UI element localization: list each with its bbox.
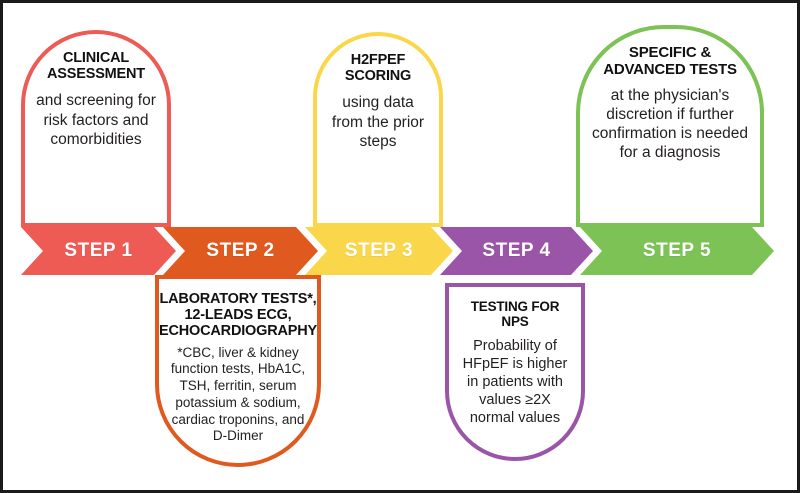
step-2-body: *CBC, liver & kidney function tests, HbA… <box>170 344 306 444</box>
step-3-title: H2FPEF SCORING <box>344 52 412 85</box>
step-3-arrow[interactable]: STEP 3 <box>305 227 453 275</box>
step-4-title: TESTING FOR NPS <box>470 299 560 330</box>
step-1-callout-box: CLINICAL ASSESSMENT and screening for ri… <box>21 30 171 227</box>
step-2-callout-box: LABORATORY TESTS*, 12-LEADS ECG, ECHOCAR… <box>155 275 321 467</box>
step-2-title: LABORATORY TESTS*, 12-LEADS ECG, ECHOCAR… <box>159 291 317 340</box>
step-1-body: and screening for risk factors and comor… <box>36 92 156 148</box>
step-5-arrow[interactable]: STEP 5 <box>580 227 774 275</box>
step-2-arrow[interactable]: STEP 2 <box>163 227 318 275</box>
diagram-stage: CLINICAL ASSESSMENT and screening for ri… <box>3 3 797 490</box>
step-1-arrow-label: STEP 1 <box>64 239 133 261</box>
step-2-arrow-label: STEP 2 <box>206 239 275 261</box>
step-5-body: at the physician's discretion if further… <box>592 86 748 162</box>
step-3-callout-box: H2FPEF SCORING using data from the prior… <box>313 32 443 227</box>
step-5-arrow-label: STEP 5 <box>642 239 712 261</box>
step-1-title: CLINICAL ASSESSMENT <box>47 50 145 83</box>
step-1-arrow[interactable]: STEP 1 <box>21 227 176 275</box>
step-4-arrow[interactable]: STEP 4 <box>440 227 593 275</box>
step-3-body: using data from the prior steps <box>331 94 425 150</box>
step-5-callout-box: SPECIFIC & ADVANCED TESTS at the physici… <box>576 25 764 227</box>
step-5-title: SPECIFIC & ADVANCED TESTS <box>603 44 737 78</box>
step-3-arrow-label: STEP 3 <box>344 239 414 261</box>
step-4-arrow-label: STEP 4 <box>482 239 551 261</box>
step-4-body: Probability of HFpEF is higher in patien… <box>462 338 568 427</box>
step-4-callout-box: TESTING FOR NPS Probability of HFpEF is … <box>445 283 585 461</box>
